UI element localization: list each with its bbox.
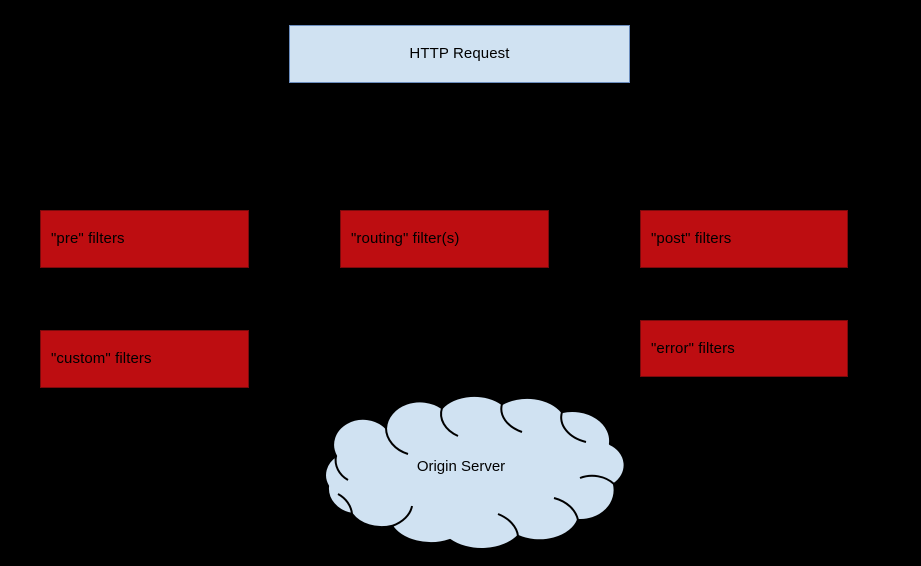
node-http-request-label: HTTP Request <box>409 45 510 62</box>
node-pre-filters-label: "pre" filters <box>51 230 125 247</box>
node-pre-filters[interactable]: "pre" filters <box>40 210 249 268</box>
node-origin-server[interactable]: Origin Server <box>290 394 632 551</box>
node-routing-filters-label: "routing" filter(s) <box>351 230 460 247</box>
node-post-filters-label: "post" filters <box>651 230 732 247</box>
node-custom-filters[interactable]: "custom" filters <box>40 330 249 388</box>
cloud-shape <box>323 394 626 551</box>
node-post-filters[interactable]: "post" filters <box>640 210 848 268</box>
node-routing-filters[interactable]: "routing" filter(s) <box>340 210 549 268</box>
node-custom-filters-label: "custom" filters <box>51 350 152 367</box>
node-http-request[interactable]: HTTP Request <box>289 25 630 83</box>
node-error-filters-label: "error" filters <box>651 339 735 357</box>
node-error-filters[interactable]: "error" filters <box>640 320 848 377</box>
